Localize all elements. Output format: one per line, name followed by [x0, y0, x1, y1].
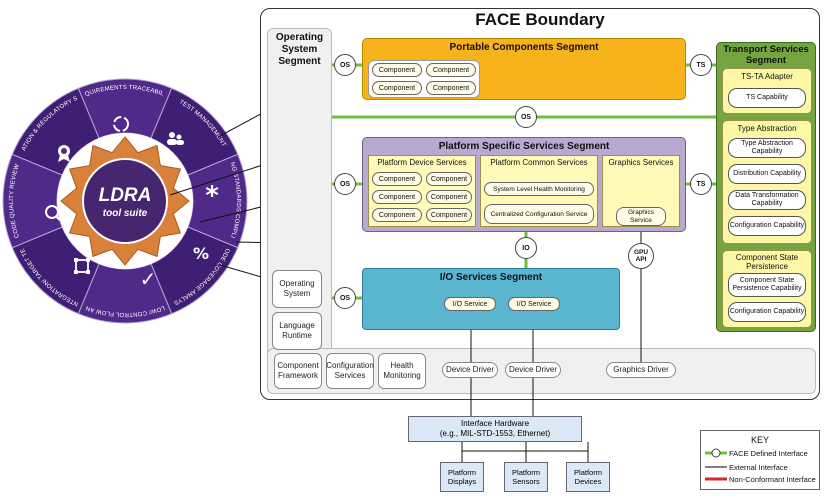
operating-system-segment — [267, 28, 332, 358]
platform-sensors: Platform Sensors — [504, 462, 548, 492]
platform-displays: Platform Displays — [440, 462, 484, 492]
graphics-services-title: Graphics Services — [608, 158, 674, 167]
platform-common-services-title: Platform Common Services — [490, 158, 588, 167]
legend-key: KEY FACE Defined Interface External Inte… — [700, 430, 820, 490]
distribution-capability: Distribution Capability — [728, 164, 806, 184]
interface-hardware: Interface Hardware (e.g., MIL-STD-1553, … — [408, 416, 582, 442]
pcs-component-1: Component — [372, 63, 422, 77]
graphics-service: Graphics Service — [616, 207, 666, 226]
operating-system-segment-label: Operating System Segment — [275, 32, 324, 67]
legend-swatches — [705, 448, 727, 481]
pds-component-2: Component — [426, 172, 472, 186]
device-driver-2: Device Driver — [505, 362, 561, 378]
ts-node-pss: TS — [690, 173, 712, 195]
graphics-driver: Graphics Driver — [606, 362, 676, 378]
ldra-wheel: LDRA tool suite * % ✓ REQUIREMENTS TRACE… — [0, 76, 248, 324]
pds-component-6: Component — [426, 208, 472, 222]
checkmark-icon: ✓ — [140, 267, 157, 291]
platform-device-services-title: Platform Device Services — [377, 158, 467, 167]
component-state-persistence-title: Component State Persistence — [735, 253, 799, 271]
legend-face-defined: FACE Defined Interface — [729, 449, 808, 458]
transport-services-title: Transport Services Segment — [723, 44, 809, 66]
ts-node-pcs: TS — [690, 54, 712, 76]
asterisk-icon: * — [205, 181, 219, 211]
io-service-2: I/O Service — [508, 297, 560, 311]
io-services-title: I/O Services Segment — [439, 272, 543, 283]
percent-icon: % — [193, 244, 209, 263]
platform-devices: Platform Devices — [566, 462, 610, 492]
health-monitoring-box: Health Monitoring — [378, 353, 426, 389]
io-node: IO — [515, 237, 537, 259]
pds-component-3: Component — [372, 190, 422, 204]
configuration-services-box: Configuration Services — [326, 353, 374, 389]
os-node-bar: OS — [515, 106, 537, 128]
gpu-api-node: GPU API — [628, 243, 654, 269]
magnifier-icon — [45, 205, 61, 221]
cycle-icon — [113, 116, 129, 132]
io-service-1: I/O Service — [444, 297, 496, 311]
legend-external: External Interface — [729, 463, 788, 472]
ts-capability: TS Capability — [728, 88, 806, 108]
badge-icon — [58, 145, 70, 162]
legend-title: KEY — [750, 435, 769, 445]
interface-hardware-title: Interface Hardware — [460, 419, 530, 428]
os-node-pss: OS — [334, 173, 356, 195]
os-node-pcs: OS — [334, 54, 356, 76]
platform-specific-services-title: Platform Specific Services Segment — [438, 141, 610, 152]
operating-system-box: Operating System — [272, 270, 322, 308]
ts-ta-adapter-title: TS-TA Adapter — [741, 72, 793, 81]
pcs-component-3: Component — [372, 81, 422, 95]
target-icon — [74, 258, 90, 274]
ldra-logo-text: LDRA — [99, 185, 152, 206]
legend-non-conformant: Non-Conformant Interface — [729, 475, 816, 484]
language-runtime-box: Language Runtime — [272, 312, 322, 350]
pds-component-4: Component — [426, 190, 472, 204]
configuration-capability-1: Configuration Capability — [728, 216, 806, 236]
component-framework-box: Component Framework — [274, 353, 322, 389]
type-abstraction-title: Type Abstraction — [737, 124, 797, 133]
wheel-segment-label: CODE QUALITY REVIEW — [9, 163, 21, 238]
interface-hardware-subtitle: (e.g., MIL-STD-1553, Ethernet) — [439, 429, 551, 438]
system-health-monitoring: System Level Health Monitoring — [484, 182, 594, 196]
pds-component-1: Component — [372, 172, 422, 186]
logo-center — [82, 158, 168, 244]
pds-component-5: Component — [372, 208, 422, 222]
configuration-capability-2: Configuration Capability — [728, 302, 806, 322]
ldra-logo-subtext: tool suite — [103, 208, 148, 219]
pcs-component-4: Component — [426, 81, 476, 95]
centralized-configuration-service: Centralized Configuration Service — [484, 204, 594, 224]
os-node-io: OS — [334, 287, 356, 309]
pcs-component-2: Component — [426, 63, 476, 77]
data-transformation-capability: Data Transformation Capability — [728, 190, 806, 210]
portable-components-title: Portable Components Segment — [449, 42, 599, 53]
face-boundary-title: FACE Boundary — [475, 10, 605, 29]
type-abstraction-capability: Type Abstraction Capability — [728, 138, 806, 158]
component-state-persistence-capability: Component State Persistence Capability — [728, 273, 806, 297]
device-driver-1: Device Driver — [442, 362, 498, 378]
